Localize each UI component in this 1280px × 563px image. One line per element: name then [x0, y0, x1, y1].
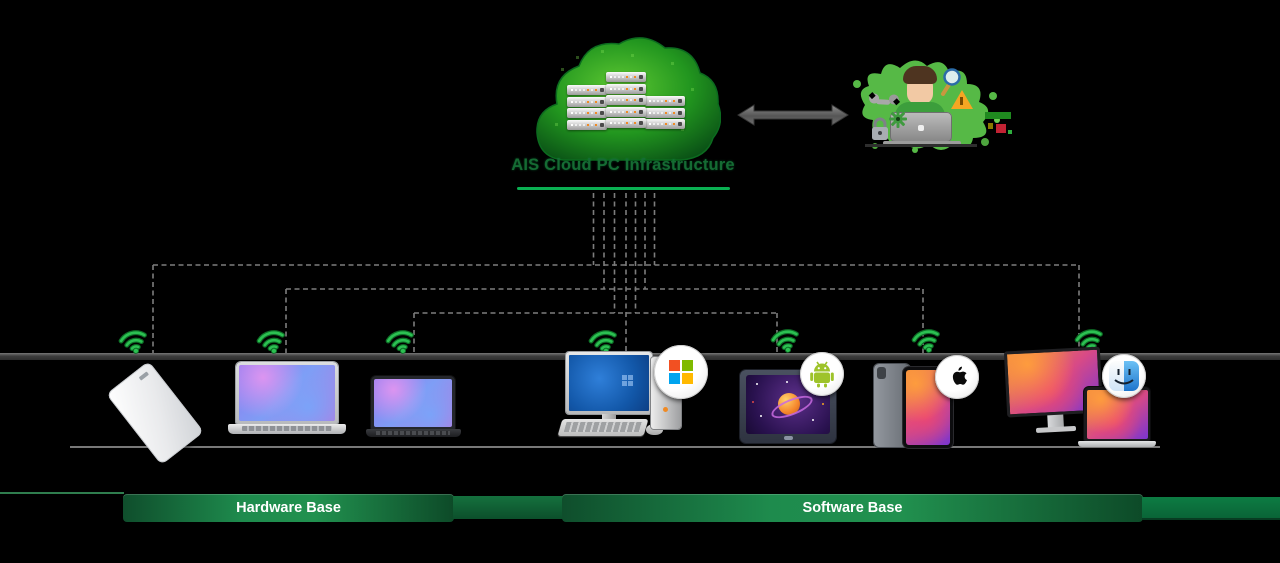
keyboard	[376, 431, 450, 435]
admin-hair	[903, 66, 937, 84]
server-rack-stack	[567, 85, 607, 131]
laptop-screen	[239, 365, 335, 421]
android-badge	[800, 352, 844, 396]
admin-logo-mark-olive	[988, 123, 993, 129]
desktop-keyboard	[557, 419, 649, 436]
server-unit	[606, 118, 646, 128]
double-arrow-icon	[737, 104, 849, 126]
server-unit	[567, 96, 607, 107]
cloud-title: AIS Cloud PC Infrastructure	[511, 156, 735, 174]
floor-line	[70, 446, 1160, 448]
admin-laptop-logo	[918, 125, 924, 131]
tablet-home-button	[784, 436, 793, 440]
hardware-bar-lead-line	[0, 492, 124, 494]
hardware-base-bar: Hardware Base	[123, 494, 454, 522]
monitor-screen	[569, 355, 649, 411]
laptop-screen	[374, 379, 452, 427]
base-bar-connector	[453, 496, 565, 519]
server-rack-stack	[645, 96, 685, 131]
server-unit	[567, 85, 607, 95]
keys	[563, 422, 643, 432]
wifi-icon	[251, 320, 291, 357]
server-unit	[606, 95, 646, 105]
admin-logo-mark-green	[985, 112, 1011, 119]
device-android-tablet	[740, 370, 836, 443]
silver-laptop-base	[228, 424, 346, 434]
admin-logo-mark-dot	[1008, 130, 1012, 134]
windows-badge	[654, 345, 708, 399]
admin-logo-mark-crimson	[996, 124, 1006, 133]
server-unit	[645, 107, 685, 118]
server-unit	[645, 119, 685, 129]
software-base-label: Software Base	[802, 500, 903, 516]
keyboard	[242, 426, 332, 431]
macbook-base	[1078, 441, 1156, 447]
monitor	[566, 352, 652, 414]
tower-power-led	[663, 407, 668, 412]
finder-logo-icon	[1109, 361, 1139, 391]
server-unit	[606, 83, 646, 94]
server-unit	[606, 72, 646, 82]
title-underline	[517, 187, 730, 190]
magnifier-icon	[941, 68, 961, 96]
wifi-icon	[765, 319, 805, 356]
server-unit	[645, 96, 685, 106]
wrench-icon	[868, 92, 901, 106]
windows-wallpaper-logo	[622, 375, 633, 386]
wifi-icon	[906, 319, 946, 356]
wifi-icon	[583, 320, 623, 357]
server-unit	[606, 106, 646, 117]
device-silver-laptop	[236, 362, 338, 424]
device-dark-laptop	[371, 376, 455, 430]
wifi-icon	[113, 320, 153, 357]
windows-logo-icon	[669, 360, 693, 384]
finder-badge	[1102, 354, 1146, 398]
admin-group	[845, 50, 1020, 153]
hardware-base-label: Hardware Base	[236, 500, 341, 516]
ipad-camera-module	[877, 367, 886, 379]
macbook-screen	[1086, 389, 1148, 439]
mac-display-base	[1035, 425, 1077, 433]
software-bar-right-strip	[1142, 497, 1280, 520]
warning-exclamation	[960, 97, 963, 105]
software-base-bar: Software Base	[562, 494, 1143, 522]
gear-icon	[889, 110, 907, 128]
apple-badge	[935, 355, 979, 399]
padlock-icon	[872, 117, 888, 140]
dark-laptop-base	[366, 429, 461, 437]
mouse	[646, 424, 663, 435]
server-unit	[567, 119, 607, 130]
wifi-icon	[380, 320, 420, 357]
server-rack-stack	[606, 72, 646, 130]
device-ipad-front	[903, 367, 953, 448]
admin-desk-line	[865, 144, 977, 147]
android-logo-icon	[810, 361, 834, 388]
server-unit	[567, 108, 607, 118]
apple-logo-icon	[952, 366, 967, 385]
planet	[778, 393, 800, 415]
admin-laptop-base	[883, 141, 961, 145]
